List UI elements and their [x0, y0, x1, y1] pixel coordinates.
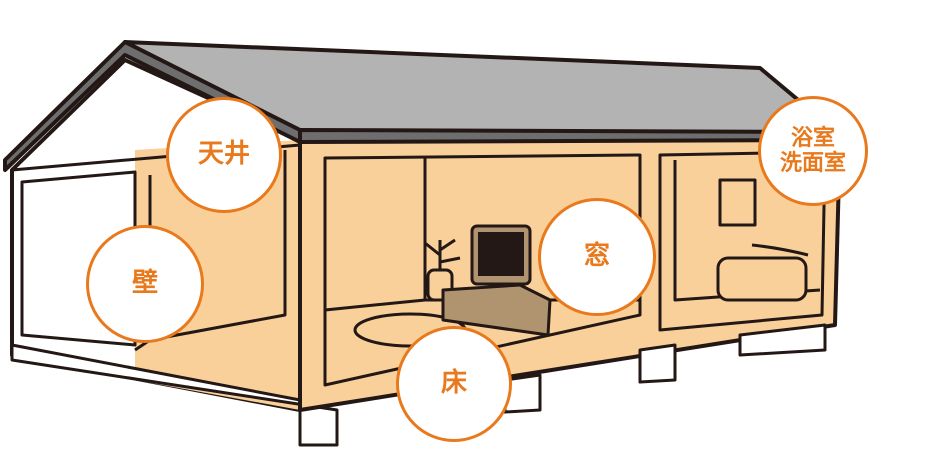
label-ceiling: 天井	[166, 97, 282, 213]
label-floor-text: 床	[440, 368, 467, 399]
label-ceiling-text: 天井	[197, 139, 250, 170]
label-bath: 浴室 洗面室	[758, 96, 868, 206]
label-window-text: 窓	[583, 241, 610, 272]
bath-window	[718, 178, 757, 227]
bathtub	[716, 256, 808, 302]
label-wall: 壁	[86, 225, 204, 343]
label-wall-text: 壁	[131, 268, 158, 299]
label-bath-text-1: 浴室	[790, 125, 835, 151]
side-wall	[135, 140, 300, 410]
tv-cabinet	[441, 283, 552, 337]
label-bath-text-2: 洗面室	[779, 151, 846, 176]
label-floor: 床	[396, 326, 512, 442]
label-window: 窓	[538, 198, 656, 316]
plant	[424, 238, 461, 270]
